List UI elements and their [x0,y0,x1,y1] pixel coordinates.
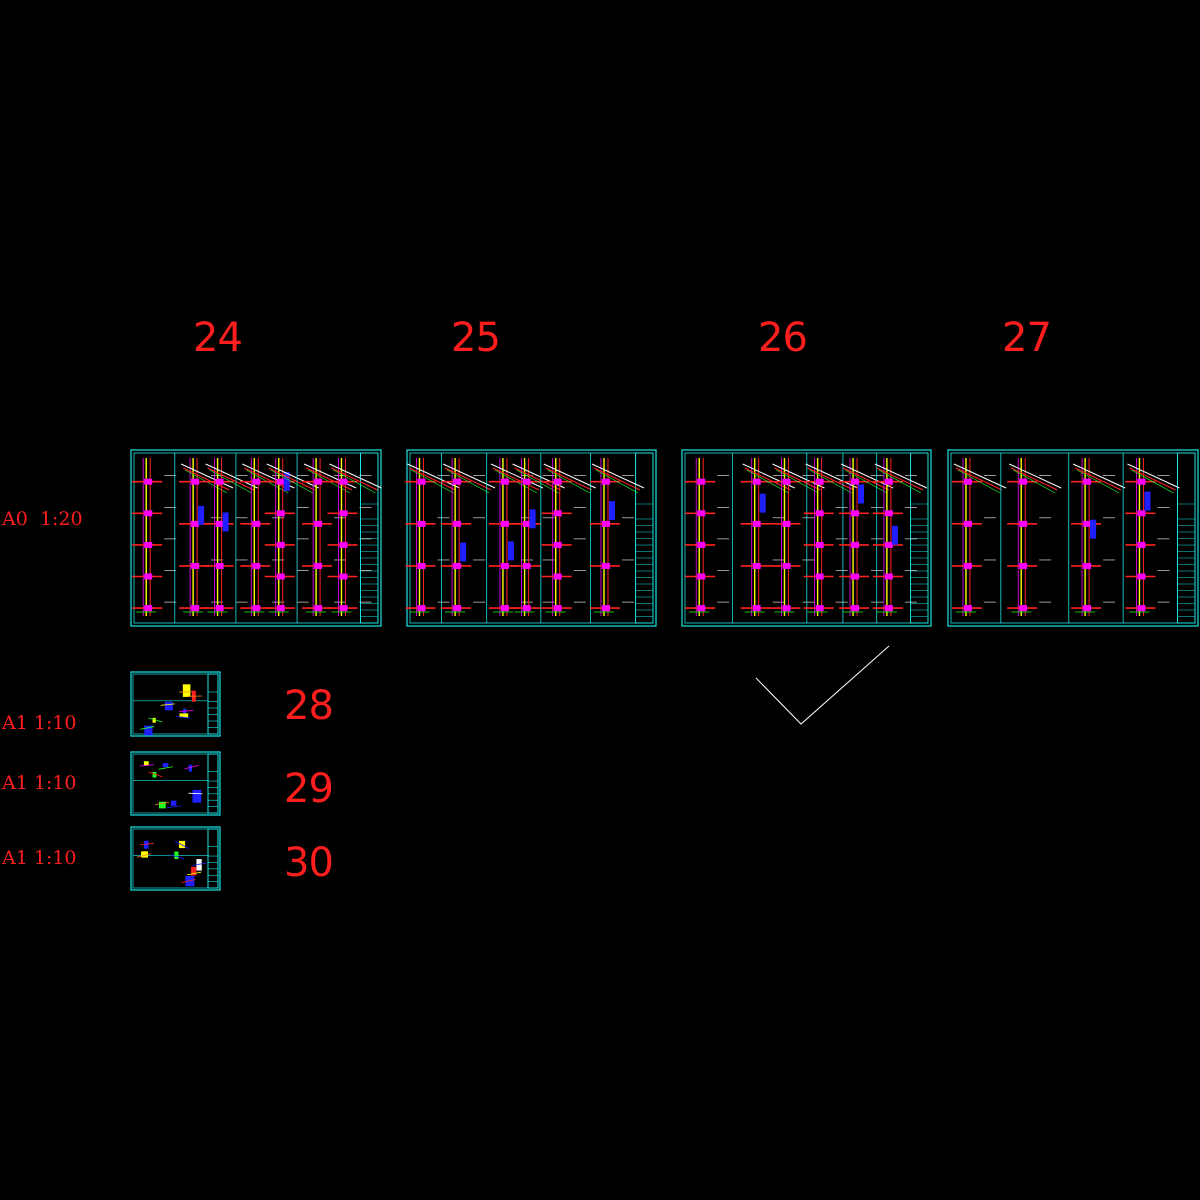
sheet-number-27: 27 [1002,315,1052,361]
sheet-number-25: 25 [451,315,501,361]
sheet-number-30: 30 [284,840,334,886]
drawing-sheet-26 [681,449,932,627]
drawing-sheet-24 [130,449,382,627]
scale-label-a0: A0 1:20 [2,508,83,530]
sheet-number-26: 26 [758,315,808,361]
scale-label-a1-sheet-30: A1 1:10 [2,847,77,869]
checkmark-icon [755,645,890,725]
sheet-number-24: 24 [193,315,243,361]
sheet-number-29: 29 [284,766,334,812]
drawing-sheet-29 [130,751,221,816]
scale-label-a1-sheet-29: A1 1:10 [2,772,77,794]
drawing-sheet-28 [130,671,221,737]
scale-label-a1-sheet-28: A1 1:10 [2,712,77,734]
drawing-sheet-25 [405,449,657,627]
drawing-sheet-27 [947,449,1199,627]
drawing-sheet-30 [130,826,221,891]
sheet-number-28: 28 [284,683,334,729]
